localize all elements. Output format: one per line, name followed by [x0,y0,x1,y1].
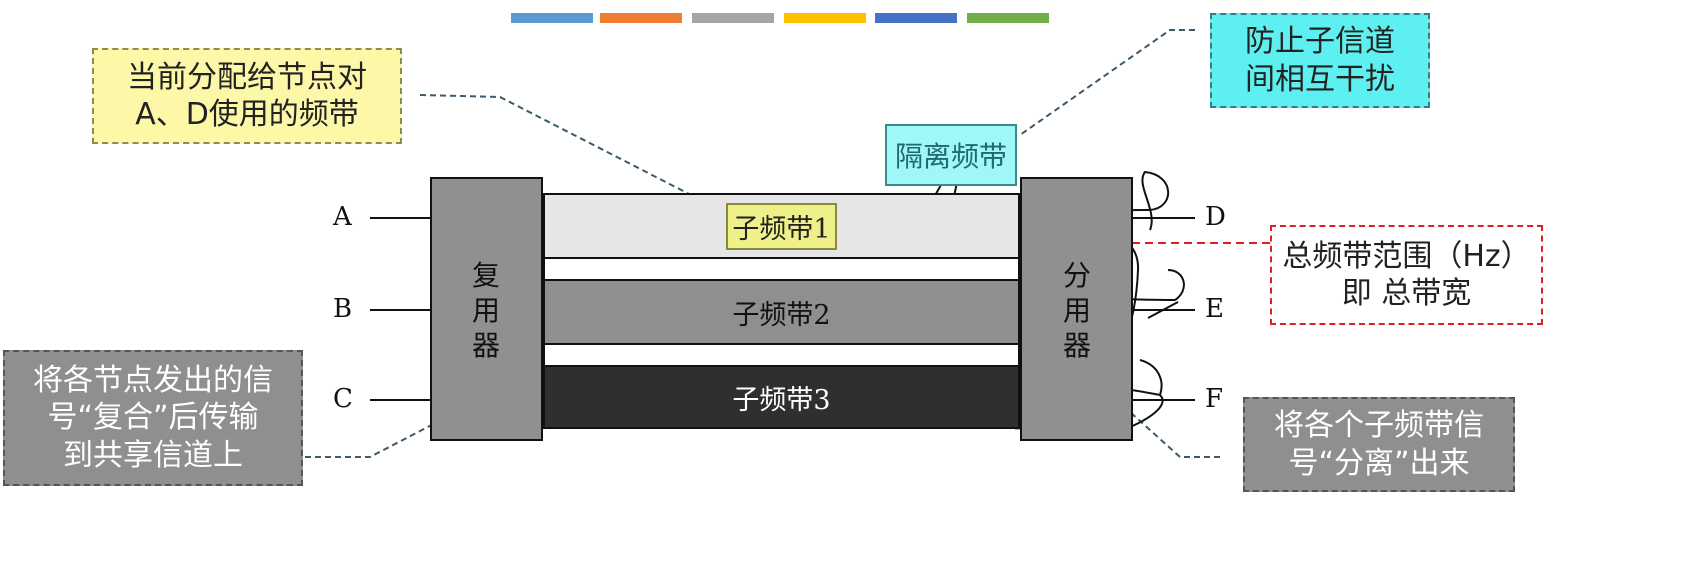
color-bar-4 [784,13,866,23]
color-bar-2 [600,13,682,23]
node-f: F [1205,384,1224,414]
callout-prevent-interference-line1: 防止子信道 [1245,24,1395,59]
demux-char-2: 用 [1062,294,1091,327]
color-bar-5 [875,13,957,23]
guard-band-1 [543,257,1020,281]
sub-band-3: 子频带3 [543,365,1020,429]
callout-combine-line3: 到共享信道上 [63,437,243,473]
callout-separate-line2: 号“分离”出来 [1288,445,1470,481]
node-a: A [333,202,352,232]
sub-band-1: 子频带1 [543,193,1020,259]
multiplexer-label: 复 用 器 [466,258,506,363]
demultiplexer-block [1020,177,1133,441]
mux-char-1: 复 [471,259,500,292]
callout-assigned-band: 当前分配给节点对 A、D使用的频带 [92,48,402,144]
callout-assigned-band-line2: A、D使用的频带 [135,97,359,132]
color-bar-1 [511,13,593,23]
multiplexer-block [430,177,543,441]
callout-prevent-interference-line2: 间相互干扰 [1245,61,1395,97]
callout-prevent-interference: 防止子信道 间相互干扰 [1210,13,1430,108]
mux-char-2: 用 [471,294,500,327]
callout-assigned-band-line1: 当前分配给节点对 [127,59,367,95]
sub-band-3-label: 子频带3 [732,384,831,416]
node-c: C [333,384,353,414]
node-e: E [1205,294,1224,324]
sub-band-1-label: 子频带1 [726,202,837,250]
sub-band-2-label: 子频带2 [732,299,831,331]
demux-char-1: 分 [1062,259,1091,292]
color-bar-3 [692,13,774,23]
callout-separate-line1: 将各个子频带信 [1274,408,1484,443]
callout-total-bandwidth-line1: 总频带范围（Hz） [1282,238,1531,274]
sub-band-2: 子频带2 [543,279,1020,345]
callout-separate: 将各个子频带信 号“分离”出来 [1243,397,1515,492]
callout-total-bandwidth: 总频带范围（Hz） 即 总带宽 [1270,225,1543,325]
isolation-band-label: 隔离频带 [885,124,1017,186]
callout-combine-line1: 将各节点发出的信 [33,362,273,398]
mux-char-3: 器 [471,329,500,362]
demux-char-3: 器 [1062,329,1091,362]
node-b: B [333,294,353,324]
callout-combine-line2: 号“复合”后传输 [47,400,259,436]
node-d: D [1205,202,1226,232]
callout-total-bandwidth-line2: 即 总带宽 [1341,276,1472,311]
leader-prevent-interference [1019,29,1195,136]
color-bar-6 [967,13,1049,23]
callout-combine: 将各节点发出的信 号“复合”后传输 到共享信道上 [3,350,303,486]
demultiplexer-label: 分 用 器 [1057,258,1097,363]
guard-band-2 [543,343,1020,367]
leader-assigned-band [419,94,731,216]
